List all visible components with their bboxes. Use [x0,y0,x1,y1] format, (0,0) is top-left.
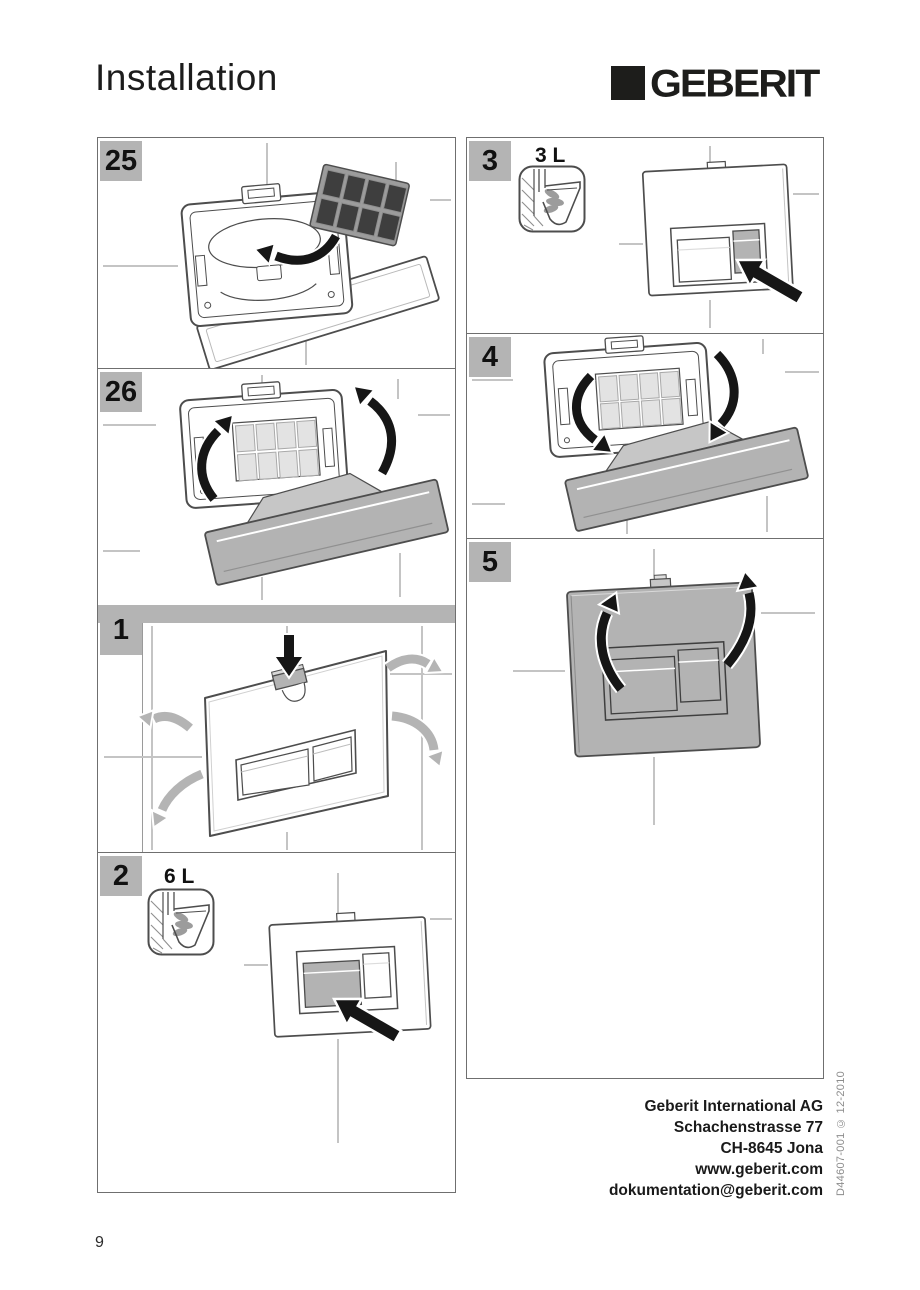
illustration-step-2 [147,873,452,1143]
illustration-step-25 [103,143,451,368]
company-website: www.geberit.com [695,1161,823,1178]
tilted-flush-plate [564,420,809,532]
address-city: CH-8645 Jona [720,1140,823,1157]
step-number: 26 [100,372,142,412]
dual-flush-icon [518,165,586,233]
step-panel-25: 25 [98,138,455,368]
step-panel-5: 5 [467,539,823,1076]
flush-plate-front [204,650,389,837]
panel-divider [467,538,823,539]
small-flush-button [362,952,392,999]
close-arrow-right [352,384,399,477]
tile-joint-lines [103,143,451,365]
illustration-step-3 [518,146,819,328]
large-flush-button [676,236,733,283]
open-arrow-left [570,371,614,454]
page-title: Installation [95,57,278,98]
release-arrow-top-right [384,652,445,675]
geberit-logo: GEBERIT [611,61,820,105]
close-arrow-left [195,413,235,504]
address-street: Schachenstrasse 77 [673,1119,823,1136]
section-separator-bar [98,605,455,623]
step-number: 5 [469,542,511,582]
flush-volume-label: 3 L [535,144,566,167]
step-number: 1 [100,605,142,655]
company-email: dokumentation@geberit.com [608,1182,823,1199]
step-panel-1: 1 [98,604,455,852]
tile-joint-lines [244,873,452,1143]
remove-arrow-right [721,569,761,670]
illustration-step-1 [104,626,452,850]
step-number: 25 [100,141,142,181]
step-number: 2 [100,856,142,896]
illustration-step-26 [103,375,450,600]
filter-block [309,163,410,247]
company-name: Geberit International AG [644,1098,823,1115]
gray-flush-plate-front [566,574,761,758]
tile-joint-lines [619,146,819,328]
document-code: D44607-001 © 12-2010 [835,1070,847,1196]
panel-inner-border [142,623,143,852]
press-large-button-arrow [331,997,403,1045]
logo-wordmark: GEBERIT [650,61,820,105]
left-column: 25 [97,137,456,1193]
step-number: 4 [469,337,511,377]
panel-divider [98,852,455,853]
panel-divider [98,368,455,369]
company-address-block: Geberit International AG Schachenstrasse… [609,1096,823,1201]
step-panel-2: 2 6 L [98,853,455,1191]
release-arrow-right [391,709,445,769]
step-number: 3 [469,141,511,181]
flush-volume-label: 6 L [164,865,195,888]
insert-arrow [252,232,342,267]
open-arrow-right [708,349,741,444]
illustration-step-5 [513,549,815,825]
right-column: 3 3 L [466,137,824,1079]
panel-divider [467,333,823,334]
illustration-step-4 [472,335,819,534]
press-small-button-arrow [734,258,806,306]
tilted-flush-plate [204,472,449,586]
release-arrow-left [135,708,195,734]
press-down-arrow [272,633,306,680]
step-panel-3: 3 3 L [467,138,823,333]
release-arrow-bottom-left [150,767,205,830]
full-flush-icon [147,888,215,956]
tile-joint-lines [513,549,815,825]
logo-square-icon [611,66,645,100]
step-panel-26: 26 [98,369,455,604]
step-panel-4: 4 [467,334,823,538]
small-flush-button [677,647,722,703]
flush-plate-front [268,911,432,1038]
page-number: 9 [95,1234,104,1251]
remove-arrow-left [594,590,627,694]
